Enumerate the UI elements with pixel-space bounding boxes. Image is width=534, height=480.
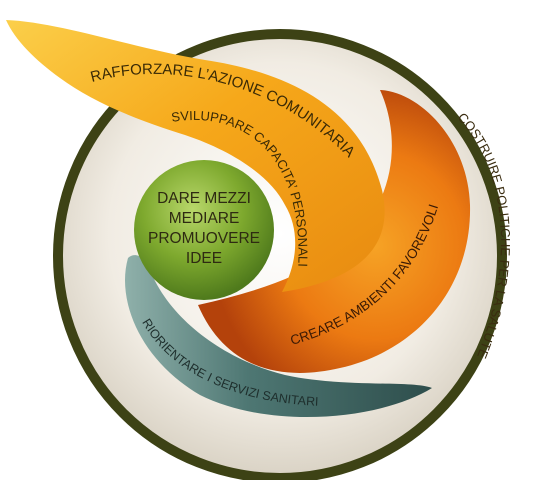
teal-band (125, 255, 432, 418)
center-line-3: PROMUOVERE (148, 230, 260, 247)
center-line-2: MEDIARE (169, 210, 240, 227)
center-line-4: IDEE (186, 250, 222, 267)
yellow-band (6, 20, 385, 292)
center-circle (134, 160, 274, 300)
orange-band (198, 90, 471, 373)
center-line-1: DARE MEZZI (157, 190, 251, 207)
